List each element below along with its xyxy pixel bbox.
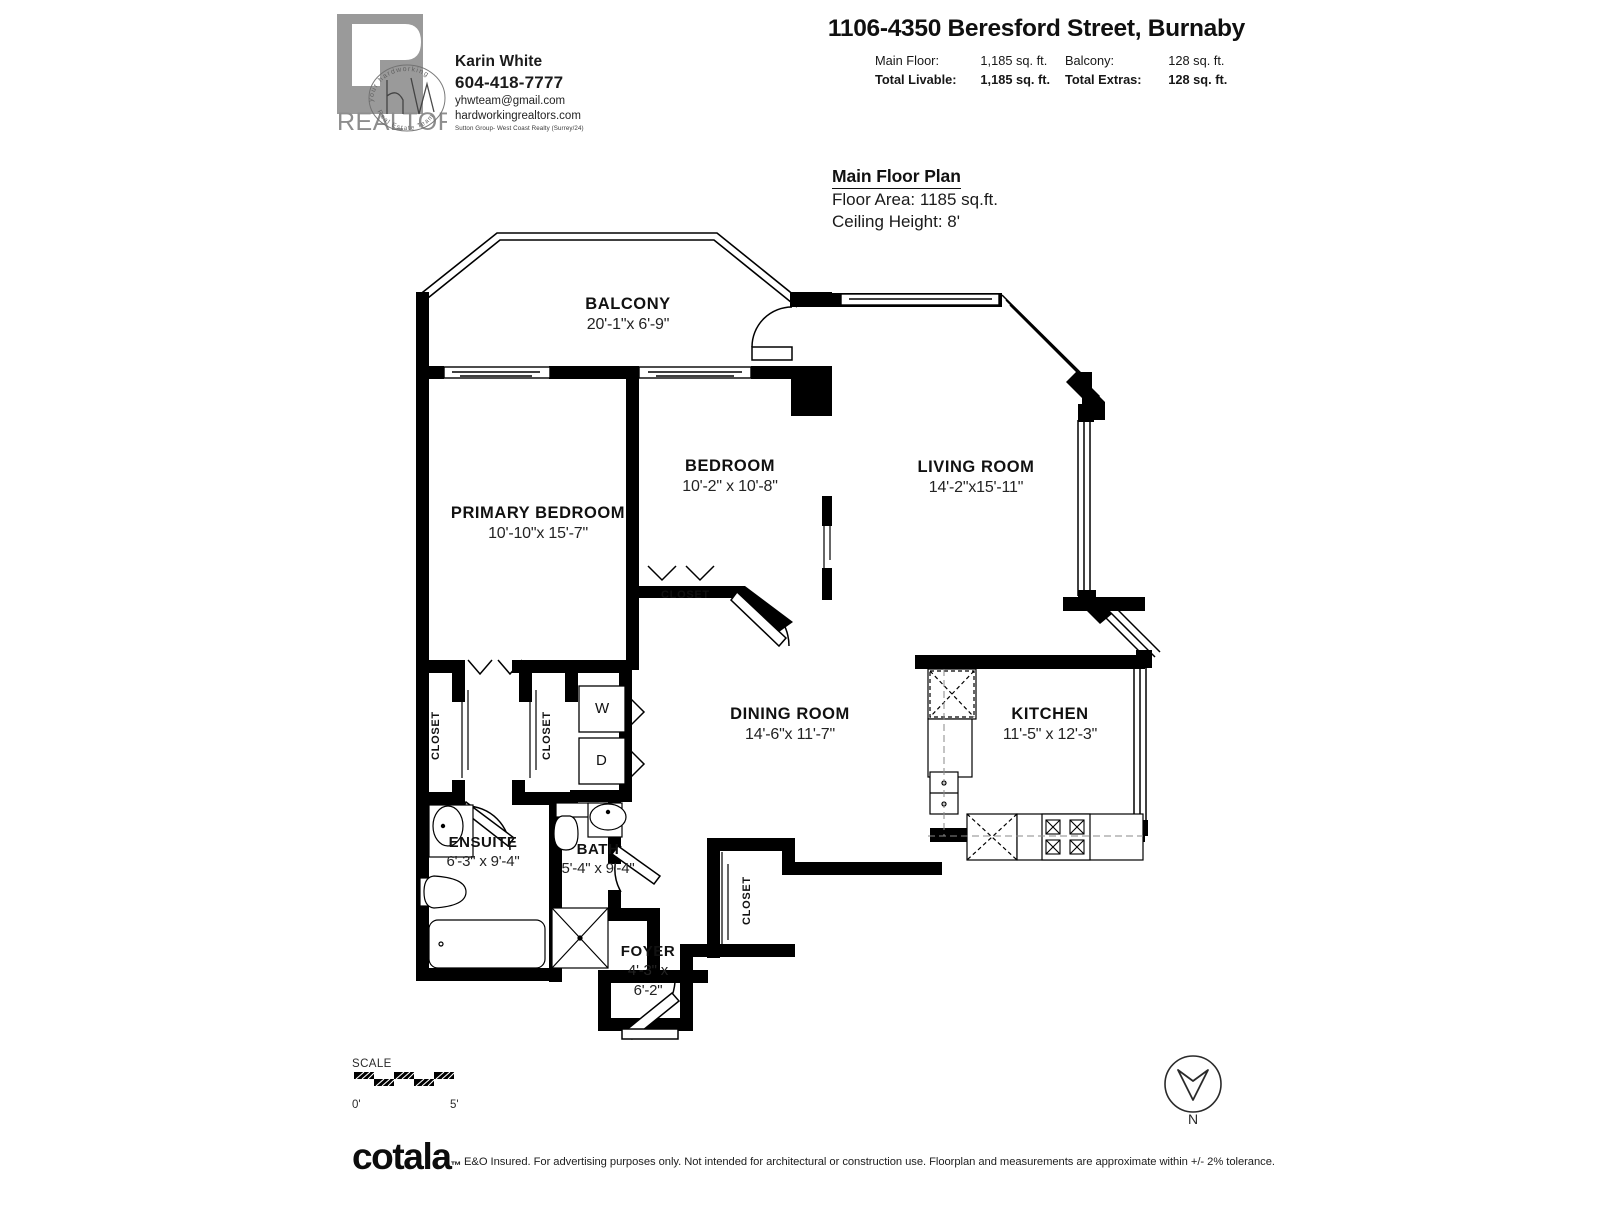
- closet-label-primary-b: CLOSET: [541, 711, 553, 760]
- ensuite-fixtures: [419, 804, 546, 969]
- cotala-logo: cotala™: [352, 1138, 462, 1185]
- total-extras-label: Total Extras:: [1065, 72, 1142, 87]
- scale-endpoints: 0' 5': [352, 1099, 482, 1113]
- total-livable-value: 1,185 sq. ft.: [980, 72, 1051, 87]
- washer-label: W: [595, 700, 610, 717]
- closet-label-primary-a: CLOSET: [430, 711, 442, 760]
- doors: [461, 306, 793, 1041]
- total-livable-label: Total Livable:: [875, 72, 957, 87]
- balcony-railing: [417, 232, 801, 308]
- footer-disclaimer: E&O Insured. For advertising purposes on…: [464, 1156, 1275, 1168]
- closet-rods: [461, 512, 831, 950]
- agent-website[interactable]: hardworkingrealtors.com: [455, 109, 581, 122]
- closet-label-foyer: CLOSET: [741, 876, 753, 925]
- cotala-wordmark: cotala: [352, 1136, 452, 1177]
- area-summary: Main Floor: 1,185 sq. ft. Total Livable:…: [700, 52, 1245, 88]
- living-room-glazing: [1001, 294, 1161, 832]
- compass-icon: N: [1164, 1055, 1222, 1127]
- plan-info-ceiling-height: Ceiling Height: 8': [832, 212, 960, 231]
- agent-email[interactable]: yhwteam@gmail.com: [455, 95, 566, 107]
- plan-info-title: Main Floor Plan: [832, 165, 961, 189]
- main-floor-value: 1,185 sq. ft.: [980, 53, 1048, 68]
- scale-label: SCALE: [352, 1058, 392, 1070]
- total-extras-value: 128 sq. ft.: [1168, 72, 1228, 87]
- agent-office: Sutton Group- West Coast Realty (Surrey/…: [455, 125, 584, 132]
- cotala-trademark: ™: [450, 1160, 462, 1172]
- balcony-label: Balcony:: [1065, 53, 1115, 68]
- agent-info: Karin White 604-418-7777 yhwteam@gmail.c…: [455, 52, 615, 133]
- svg-text:REALTOR: REALTOR: [337, 108, 447, 136]
- closet-label-bedroom: CLOSET: [661, 589, 710, 601]
- dryer-label: D: [596, 752, 607, 769]
- sliding-windows: [443, 293, 1000, 379]
- balcony-value: 128 sq. ft.: [1168, 53, 1225, 68]
- agent-phone[interactable]: 604-418-7777: [455, 73, 564, 92]
- page-title: 1106-4350 Beresford Street, Burnaby: [827, 15, 1245, 42]
- compass-north-label: N: [1188, 1111, 1198, 1127]
- title-block: 1106-4350 Beresford Street, Burnaby Main…: [700, 14, 1245, 88]
- scale-bar: SCALE 0' 5': [352, 1058, 482, 1113]
- kitchen-cabinets: [927, 668, 1144, 861]
- area-column-livable: Main Floor: 1,185 sq. ft. Total Livable:…: [875, 52, 1065, 88]
- plan-info-floor-area: Floor Area: 1185 sq.ft.: [832, 190, 998, 209]
- scale-end: 5': [450, 1099, 459, 1111]
- plan-info-block: Main Floor Plan Floor Area: 1185 sq.ft. …: [832, 165, 1132, 233]
- agent-name: Karin White: [455, 53, 543, 70]
- bedroom-wall-openings: [822, 496, 832, 600]
- scale-bar-graphic: [354, 1071, 455, 1087]
- realtor-logo: REALTOR your hardworking Real Estate Tea…: [335, 14, 456, 136]
- compass-rose: N: [1158, 1048, 1228, 1132]
- area-column-extras: Balcony: 128 sq. ft. Total Extras: 128 s…: [1065, 52, 1245, 88]
- scale-start: 0': [352, 1099, 361, 1111]
- plan-geometry: [416, 232, 1161, 1041]
- laundry-appliances: [578, 685, 626, 785]
- bath-fixtures: [551, 802, 627, 969]
- realtor-logo-svg: REALTOR your hardworking Real Estate Tea…: [337, 14, 456, 136]
- main-floor-label: Main Floor:: [875, 53, 940, 68]
- footer: cotala™ E&O Insured. For advertising pur…: [352, 1138, 1275, 1178]
- brand-block: REALTOR your hardworking Real Estate Tea…: [335, 12, 605, 142]
